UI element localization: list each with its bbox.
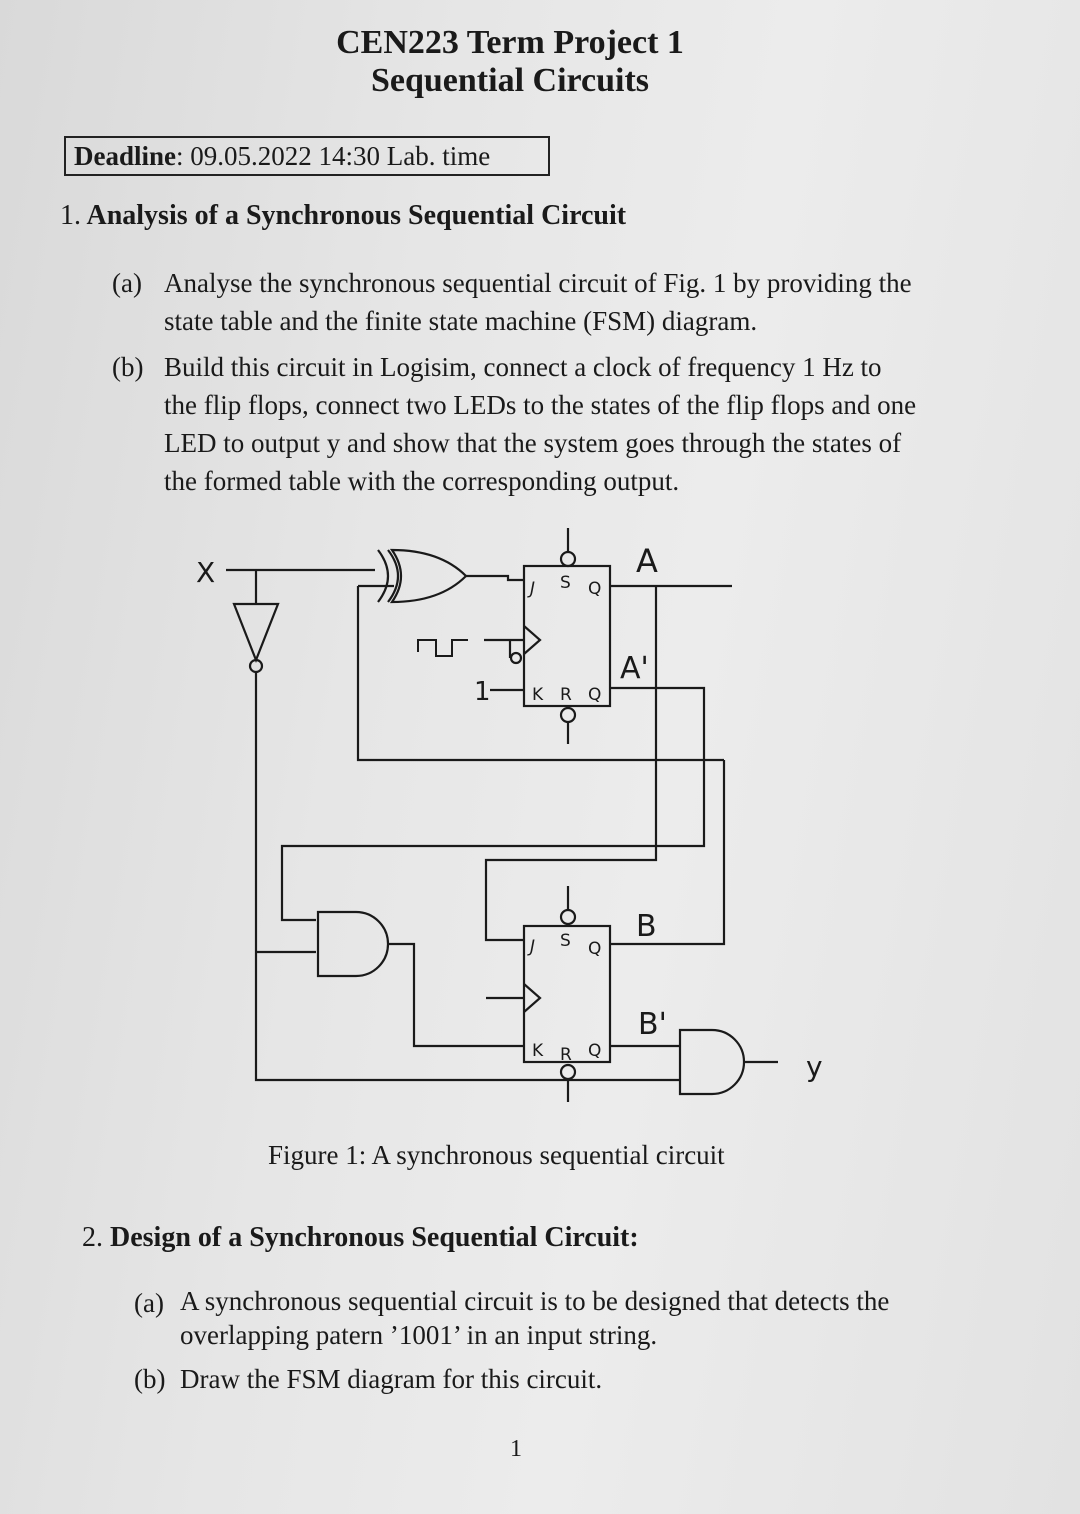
ffa-q: Q [588, 579, 601, 599]
section2-title: Design of a Synchronous Sequential Circu… [110, 1222, 639, 1253]
flipflop-b [522, 924, 612, 1064]
clock-icon [417, 639, 468, 657]
input-label: X [196, 556, 215, 589]
ffa-reset-bubble [559, 706, 577, 724]
item-line: the flip flops, connect two LEDs to the … [164, 390, 917, 420]
item-label: (a) [134, 1288, 164, 1318]
output-label: y [806, 1050, 823, 1083]
ffa-j: J [527, 579, 535, 599]
item-label: (b) [112, 352, 144, 382]
item-label: (b) [134, 1364, 166, 1394]
section1-item-a: (a) Analyse the synchronous sequential c… [112, 264, 1010, 344]
section1-number: 1. [60, 200, 81, 231]
not-gate [232, 602, 280, 664]
xor-gate [377, 548, 468, 604]
ffb-j: J [527, 937, 535, 957]
page-title: CEN223 Term Project 1 [336, 24, 684, 61]
ffb-q: Q [588, 939, 601, 959]
section1-item-b: (b) Build this circuit in Logisim, conne… [112, 348, 1010, 508]
section2-item-b: (b) Draw the FSM diagram for this circui… [134, 1360, 996, 1400]
ffb-qbar-label: B' [638, 1007, 667, 1042]
section2-number: 2. [82, 1222, 103, 1253]
item-line: Draw the FSM diagram for this circuit. [180, 1364, 603, 1394]
item-line: LED to output y and show that the system… [164, 428, 902, 458]
wire-and1-out [388, 942, 524, 1048]
ffa-r: R [560, 685, 572, 705]
ffa-set-bubble [559, 550, 577, 568]
ffb-q-label: B [636, 909, 657, 944]
wire-abar-out [280, 686, 706, 922]
item-line: the formed table with the corresponding … [164, 466, 680, 496]
section1-title: Analysis of a Synchronous Sequential Cir… [86, 200, 627, 231]
section1-heading: 1. Analysis of a Synchronous Sequential … [60, 200, 626, 232]
wire-notx-down [254, 672, 680, 1082]
clock-bubble-a [509, 651, 523, 665]
ffb-r: R [560, 1045, 572, 1065]
item-line: Build this circuit in Logisim, connect a… [164, 352, 882, 382]
wire-xor-feedback-down [356, 586, 724, 762]
item-line: Analyse the synchronous sequential circu… [164, 268, 912, 298]
ffa-s: S [560, 573, 571, 593]
and-gate-2 [678, 1028, 746, 1096]
ffb-k: K [532, 1041, 544, 1061]
ffa-qbar-label: A' [620, 651, 649, 686]
ffb-set-bubble [559, 908, 577, 926]
item-line: A synchronous sequential circuit is to b… [180, 1286, 890, 1316]
deadline-label: Deadline [74, 141, 177, 171]
wire-loop-right [610, 760, 726, 946]
deadline-box: Deadline: 09.05.2022 14:30 Lab. time [64, 136, 550, 176]
page-number: 1 [510, 1436, 522, 1462]
figure-caption: Figure 1: A synchronous sequential circu… [268, 1140, 725, 1170]
item-label: (a) [112, 268, 142, 298]
ffa-qb: Q [588, 685, 601, 705]
ffa-k: K [532, 685, 544, 705]
deadline-value: : 09.05.2022 14:30 Lab. time [176, 141, 491, 171]
ffa-q-label: A [636, 542, 658, 580]
wire-a-down [484, 586, 658, 942]
and-gate-1 [316, 910, 390, 978]
ffa-clock-triangle [523, 625, 542, 655]
page-subtitle: Sequential Circuits [370, 62, 649, 99]
ffb-reset-bubble [559, 1063, 577, 1081]
item-line: state table and the finite state machine… [164, 306, 758, 336]
constant-one: 1 [474, 677, 491, 707]
item-line: overlapping patern ’1001’ in an input st… [180, 1320, 658, 1350]
ffb-qb: Q [588, 1041, 601, 1061]
ffb-clock-triangle [523, 983, 542, 1013]
wire-xor-out [466, 574, 524, 582]
ffb-s: S [560, 931, 571, 951]
section2-item-a: (a) A synchronous sequential circuit is … [134, 1284, 996, 1364]
section2-heading: 2. Design of a Synchronous Sequential Ci… [82, 1222, 639, 1254]
